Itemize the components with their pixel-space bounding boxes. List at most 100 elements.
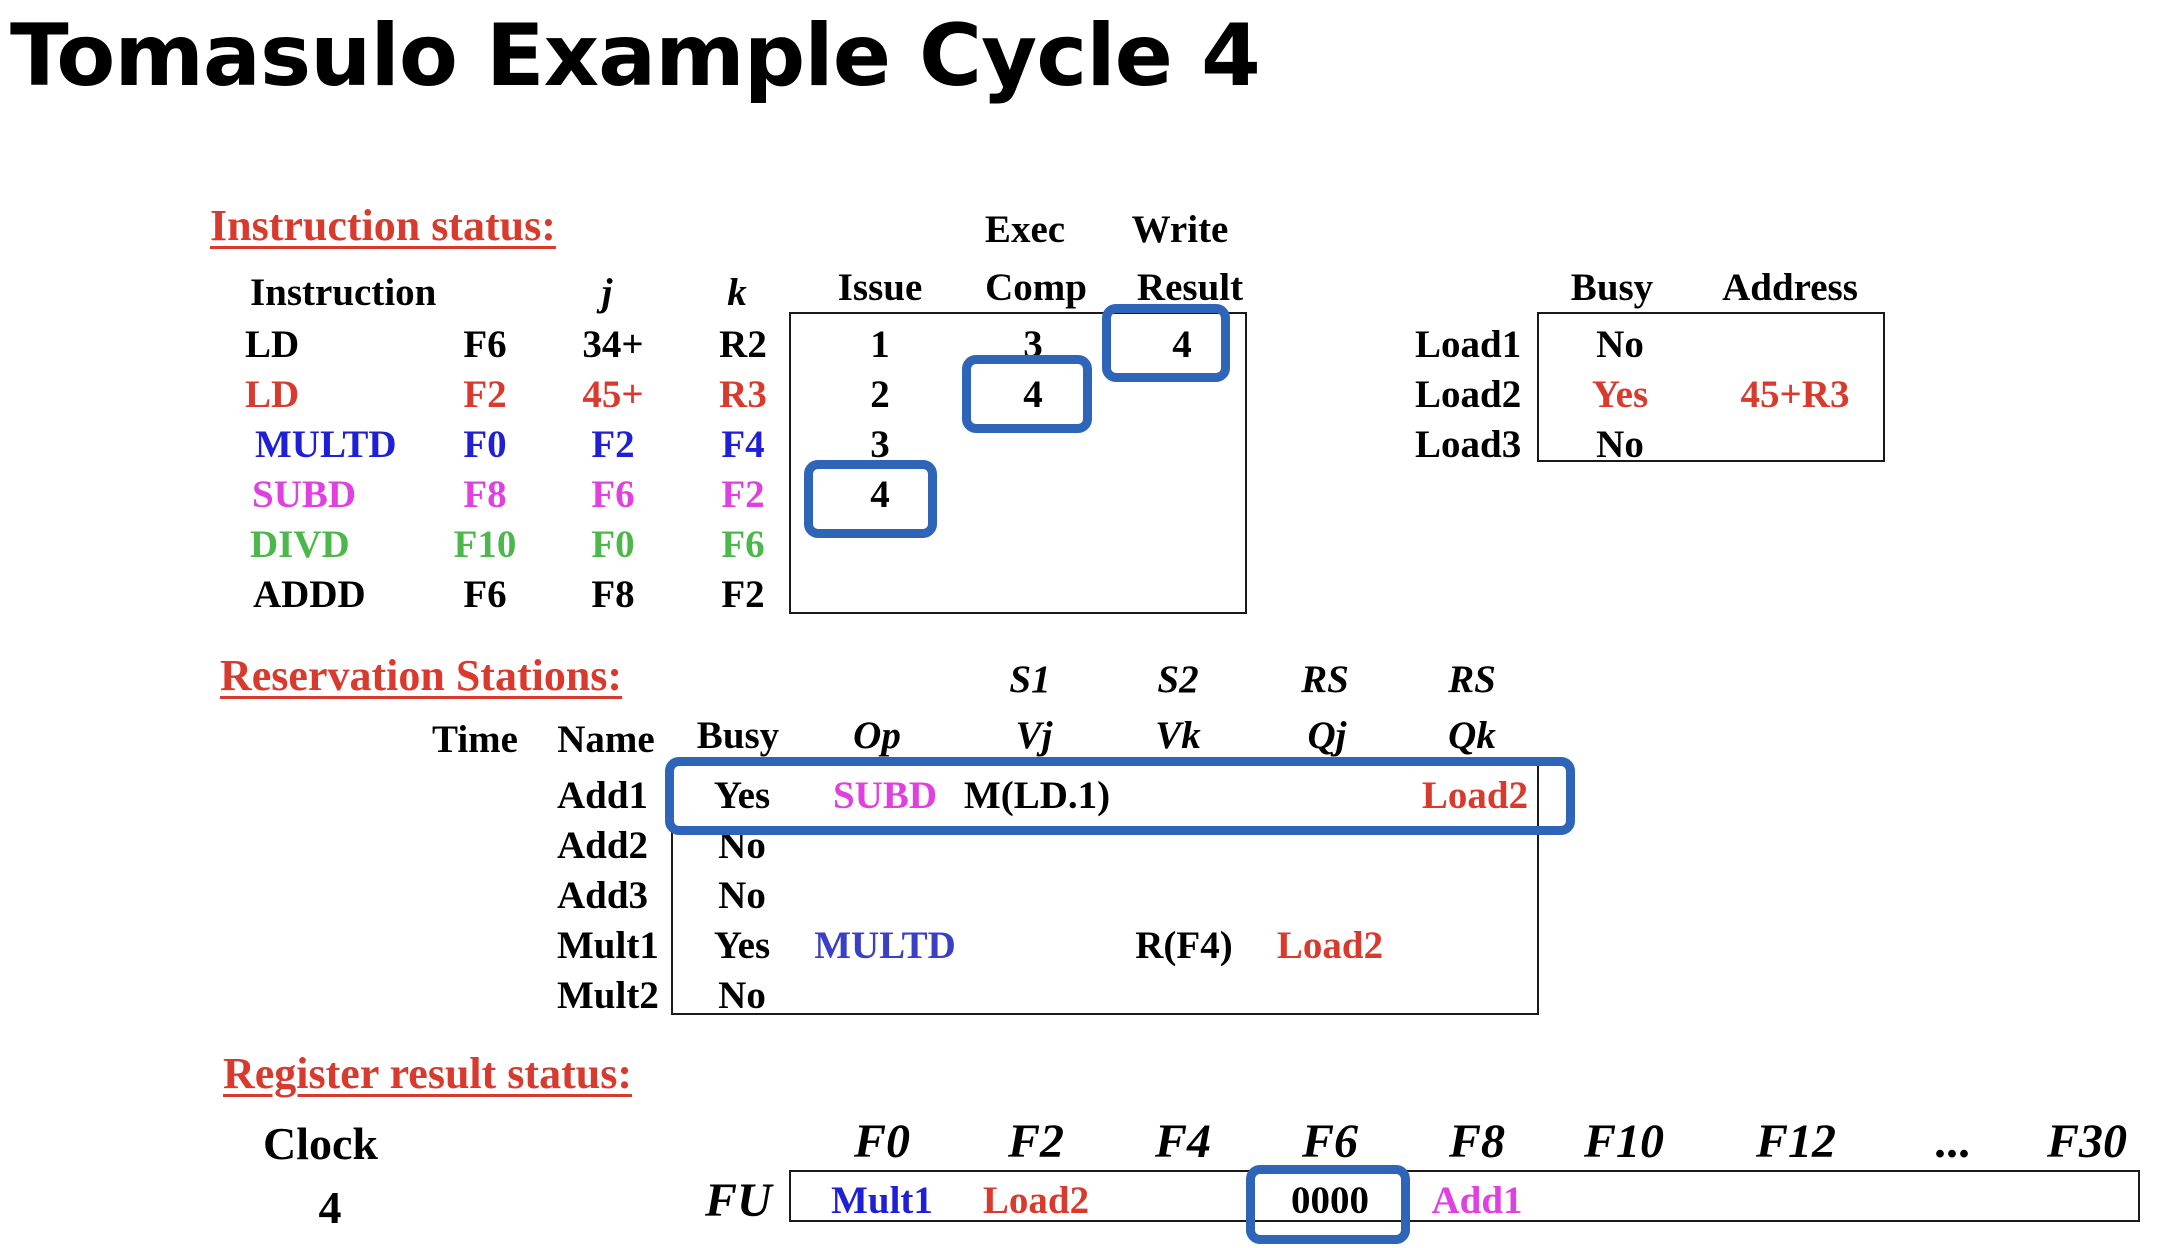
vk-col-header: Vk — [1155, 714, 1201, 757]
rs-op: MULTD — [814, 924, 956, 967]
instr-issue: 3 — [870, 423, 890, 466]
register-fu-value: Mult1 — [831, 1179, 933, 1222]
instruction-status-heading: Instruction status: — [210, 201, 556, 250]
instr-dest: F6 — [463, 323, 507, 366]
instr-j: 34+ — [582, 323, 644, 366]
load-address-col-header: Address — [1722, 266, 1858, 309]
s2-col-header: S2 — [1157, 658, 1199, 701]
name-col-header: Name — [557, 718, 655, 761]
register-header: F4 — [1154, 1115, 1212, 1168]
rs-name: Add1 — [557, 774, 649, 817]
instr-j: 45+ — [582, 373, 644, 416]
instr-dest: F0 — [463, 423, 507, 466]
instr-op: DIVD — [250, 523, 350, 566]
instr-issue: 2 — [870, 373, 890, 416]
rs-busy: Yes — [713, 924, 771, 967]
load-name: Load1 — [1415, 323, 1522, 366]
register-status-box — [789, 1170, 2140, 1222]
write-result-highlight — [1102, 304, 1230, 382]
rs-op: SUBD — [832, 774, 938, 817]
load-name: Load3 — [1415, 423, 1522, 466]
register-status-heading: Register result status: — [223, 1049, 632, 1098]
clock-value: 4 — [318, 1182, 342, 1233]
instr-j: F2 — [591, 423, 635, 466]
exec-col-header-bottom: Comp — [985, 266, 1087, 309]
register-header: F12 — [1755, 1115, 1837, 1168]
rs-busy: Yes — [713, 774, 771, 817]
reservation-stations-heading: Reservation Stations: — [220, 651, 623, 700]
rs-name: Add2 — [557, 824, 649, 867]
write-col-header-bottom: Result — [1136, 266, 1244, 309]
rs-qk-col-header: RS — [1448, 658, 1496, 701]
instr-k: F6 — [721, 523, 765, 566]
k-col-header: k — [727, 271, 747, 314]
rs-vj: M(LD.1) — [963, 774, 1111, 817]
register-fu-value: Load2 — [982, 1179, 1090, 1222]
exec-col-header-top: Exec — [984, 208, 1066, 251]
instr-dest: F6 — [463, 573, 507, 616]
load-buffers-box — [1537, 312, 1885, 462]
op-col-header: Op — [853, 714, 901, 757]
instr-op: LD — [245, 373, 300, 416]
instr-issue: 4 — [870, 473, 890, 516]
instr-j: F6 — [591, 473, 635, 516]
qk-col-header: Qk — [1448, 714, 1496, 757]
exec-comp-highlight — [962, 355, 1092, 433]
instr-k: R2 — [719, 323, 767, 366]
rs-qj-col-header: RS — [1301, 658, 1349, 701]
s1-col-header: S1 — [1009, 658, 1051, 701]
load-busy: No — [1596, 423, 1644, 466]
register-header: F6 — [1301, 1115, 1359, 1168]
instr-k: F4 — [721, 423, 765, 466]
busy-col-header: Busy — [696, 714, 780, 757]
rs-name: Mult1 — [557, 924, 659, 967]
instruction-col-header: Instruction — [250, 271, 437, 314]
instr-j: F8 — [591, 573, 635, 616]
qj-col-header: Qj — [1307, 714, 1347, 757]
instr-dest: F10 — [453, 523, 517, 566]
instr-k: F2 — [721, 573, 765, 616]
load-busy-col-header: Busy — [1570, 266, 1654, 309]
instr-dest: F8 — [463, 473, 507, 516]
load-address: 45+R3 — [1740, 373, 1850, 416]
instr-op: LD — [245, 323, 300, 366]
rs-qk: Load2 — [1421, 774, 1529, 817]
rs-vk: R(F4) — [1135, 924, 1233, 967]
register-header: F8 — [1448, 1115, 1506, 1168]
instr-k: F2 — [721, 473, 765, 516]
load-name: Load2 — [1415, 373, 1522, 416]
j-col-header: j — [601, 271, 613, 314]
clock-label: Clock — [263, 1118, 378, 1169]
instr-issue: 1 — [870, 323, 890, 366]
fu-label: FU — [705, 1174, 772, 1227]
rs-busy: No — [718, 874, 766, 917]
instr-exec: 4 — [1023, 373, 1043, 416]
time-col-header: Time — [432, 718, 518, 761]
page-title: Tomasulo Example Cycle 4 — [10, 6, 1261, 106]
register-header: F0 — [853, 1115, 911, 1168]
instruction-status-box — [789, 312, 1247, 614]
load-busy: No — [1596, 323, 1644, 366]
add1-row-highlight — [665, 757, 1575, 835]
vj-col-header: Vj — [1015, 714, 1053, 757]
write-col-header-top: Write — [1131, 208, 1229, 251]
instr-j: F0 — [591, 523, 635, 566]
register-header: F30 — [2046, 1115, 2128, 1168]
instr-op: MULTD — [255, 423, 397, 466]
instr-op: ADDD — [253, 573, 366, 616]
rs-busy: No — [718, 974, 766, 1017]
instr-k: R3 — [719, 373, 767, 416]
f6-register-highlight — [1246, 1165, 1410, 1244]
instr-dest: F2 — [463, 373, 507, 416]
register-fu-value: Add1 — [1431, 1179, 1523, 1222]
register-header: F2 — [1007, 1115, 1065, 1168]
rs-qj: Load2 — [1276, 924, 1384, 967]
load-busy: Yes — [1591, 373, 1649, 416]
register-header: ... — [1934, 1115, 1970, 1168]
rs-name: Add3 — [557, 874, 649, 917]
register-header: F10 — [1583, 1115, 1665, 1168]
instr-op: SUBD — [252, 473, 357, 516]
issue-col-header: Issue — [837, 266, 923, 309]
issue-highlight — [804, 460, 937, 538]
register-fu-value: 0000 — [1291, 1179, 1369, 1222]
